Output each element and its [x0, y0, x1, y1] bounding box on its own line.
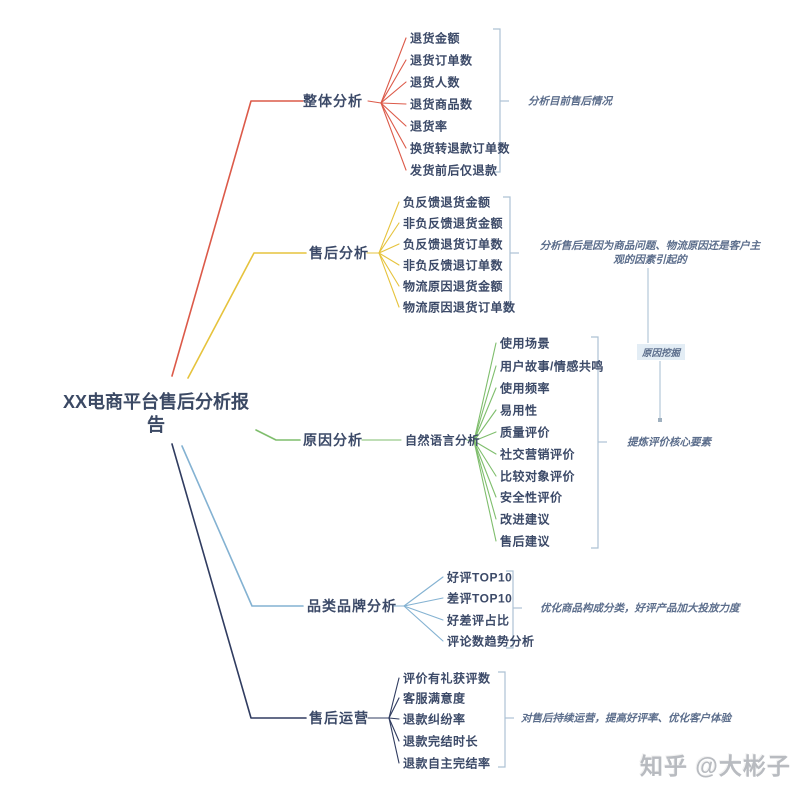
- child-topic: 改进建议: [500, 512, 551, 527]
- operations-children-fan: [367, 677, 400, 764]
- child-topic: 质量评价: [500, 425, 551, 440]
- branch-overall-analysis: 整体分析: [303, 93, 363, 109]
- child-topic: 安全性评价: [500, 490, 563, 505]
- child-topic: 评价有礼获评数: [403, 671, 491, 686]
- child-topic: 好差评占比: [447, 613, 510, 628]
- cause-children-fan: [361, 342, 497, 542]
- child-topic: 好评TOP10: [447, 570, 513, 585]
- child-topic: 非负反馈退订单数: [403, 258, 504, 273]
- child-topic: 客服满意度: [403, 691, 466, 706]
- annotation-overall: 分析目前售后情况: [528, 95, 612, 108]
- callout-connector-endpoint: [658, 418, 662, 422]
- callout-connector: [647, 268, 661, 419]
- annotation-aftersales: 分析售后是因为商品问题、物流原因还是客户主观的因素引起的: [539, 240, 761, 266]
- child-topic: 物流原因退货订单数: [403, 300, 516, 315]
- child-topic: 退货金额: [410, 31, 461, 46]
- branch-cause-wire: [255, 429, 301, 441]
- child-topic: 使用场景: [500, 336, 551, 351]
- summary-brackets: [493, 28, 607, 768]
- child-topic: 社交营销评价: [500, 447, 576, 462]
- branch-operations-wire: [171, 443, 307, 719]
- child-topic: 评论数趋势分析: [447, 634, 535, 649]
- child-topic: 退款纠纷率: [403, 712, 466, 727]
- branch-cause-analysis: 原因分析: [303, 432, 363, 448]
- category-children-fan: [393, 576, 444, 642]
- overall-children-fan: [367, 37, 407, 171]
- child-topic: 比较对象评价: [500, 469, 576, 484]
- annotation-cause: 提炼评价核心要素: [627, 436, 711, 449]
- child-topic: 换货转退款订单数: [410, 141, 511, 156]
- root-topic: XX电商平台售后分析报告: [62, 392, 249, 435]
- child-topic: 退货商品数: [410, 97, 473, 112]
- branch-aftersales-analysis: 售后分析: [309, 245, 369, 261]
- child-topic: 退货率: [410, 119, 448, 134]
- branch-aftersales-wire: [187, 252, 307, 379]
- zhihu-watermark: 知乎 @大彬子: [640, 753, 791, 779]
- child-topic: 退货人数: [410, 75, 461, 90]
- subtopic-nlp-analysis: 自然语言分析: [405, 433, 481, 448]
- child-topic: 退款完结时长: [403, 734, 479, 749]
- child-topic: 差评TOP10: [447, 591, 513, 606]
- branch-category-wire: [181, 445, 304, 607]
- child-topic: 非负反馈退货金额: [403, 216, 504, 231]
- child-topic: 发货前后仅退款: [410, 163, 498, 178]
- callout-cause-mining: 原因挖掘: [637, 344, 686, 360]
- child-topic: 售后建议: [500, 534, 551, 549]
- child-topic: 使用频率: [500, 381, 551, 396]
- branch-category-brand-analysis: 品类品牌分析: [307, 598, 397, 614]
- child-topic: 退货订单数: [410, 53, 473, 68]
- aftersales-children-fan: [366, 201, 400, 308]
- child-topic: 易用性: [500, 403, 538, 418]
- annotation-category: 优化商品构成分类，好评产品加大投放力度: [540, 602, 740, 615]
- child-topic: 负反馈退货订单数: [403, 237, 504, 252]
- child-topic: 负反馈退货金额: [403, 195, 491, 210]
- child-topic: 退款自主完结率: [403, 756, 491, 771]
- annotation-operations: 对售后持续运营，提高好评率、优化客户体验: [521, 712, 731, 725]
- child-topic: 物流原因退货金额: [403, 279, 504, 294]
- branch-aftersales-operations: 售后运营: [309, 710, 369, 726]
- branch-overall-wire: [171, 100, 304, 377]
- child-topic: 用户故事/情感共鸣: [500, 359, 604, 374]
